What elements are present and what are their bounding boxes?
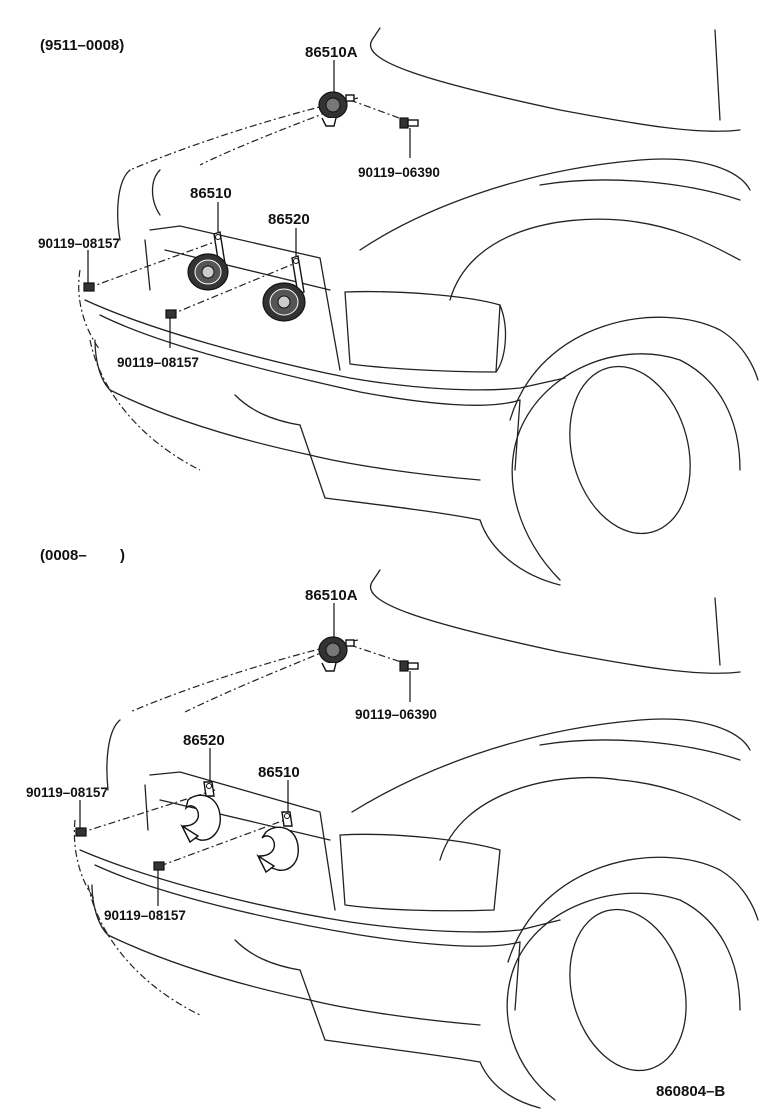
- top-vehicle-outline: [78, 27, 759, 586]
- top-label-bolt-06390: 90119–06390: [358, 165, 440, 180]
- top-connection-lines: [87, 99, 411, 316]
- bottom-bolt-lower: [153, 861, 165, 871]
- bottom-label-bolt-06390: 90119–06390: [355, 707, 437, 722]
- bottom-label-bolt-lower: 90119–08157: [104, 908, 186, 923]
- bottom-date-range: (0008– ): [40, 547, 125, 564]
- top-horn-86520: [262, 255, 306, 322]
- bottom-vehicle-outline: [73, 569, 759, 1109]
- top-leader-lines: [87, 60, 411, 348]
- bottom-bolt-06390: [399, 660, 419, 672]
- top-label-86510: 86510: [190, 185, 232, 202]
- bottom-horn-86510: [256, 811, 299, 874]
- figure-code: 860804–B: [656, 1083, 725, 1100]
- top-date-range: (9511–0008): [40, 37, 124, 54]
- bottom-label-86510: 86510: [258, 764, 300, 781]
- top-horn-86510A: [318, 91, 355, 127]
- top-label-86510A: 86510A: [305, 44, 358, 61]
- top-bolt-left: [83, 282, 95, 292]
- bottom-horn-86520: [180, 781, 221, 844]
- top-horn-86510: [187, 231, 229, 291]
- bottom-connection-lines: [79, 644, 411, 867]
- bottom-leader-lines: [79, 603, 411, 906]
- top-label-bolt-lower: 90119–08157: [117, 355, 199, 370]
- top-bolt-06390: [399, 117, 419, 129]
- top-label-bolt-left: 90119–08157: [38, 236, 120, 251]
- bottom-label-86510A: 86510A: [305, 587, 358, 604]
- bottom-bolt-left: [75, 827, 87, 837]
- bottom-horn-86510A: [318, 636, 355, 672]
- bottom-label-bolt-left: 90119–08157: [26, 785, 108, 800]
- top-bolt-lower: [165, 309, 177, 319]
- bottom-label-86520: 86520: [183, 732, 225, 749]
- top-label-86520: 86520: [268, 211, 310, 228]
